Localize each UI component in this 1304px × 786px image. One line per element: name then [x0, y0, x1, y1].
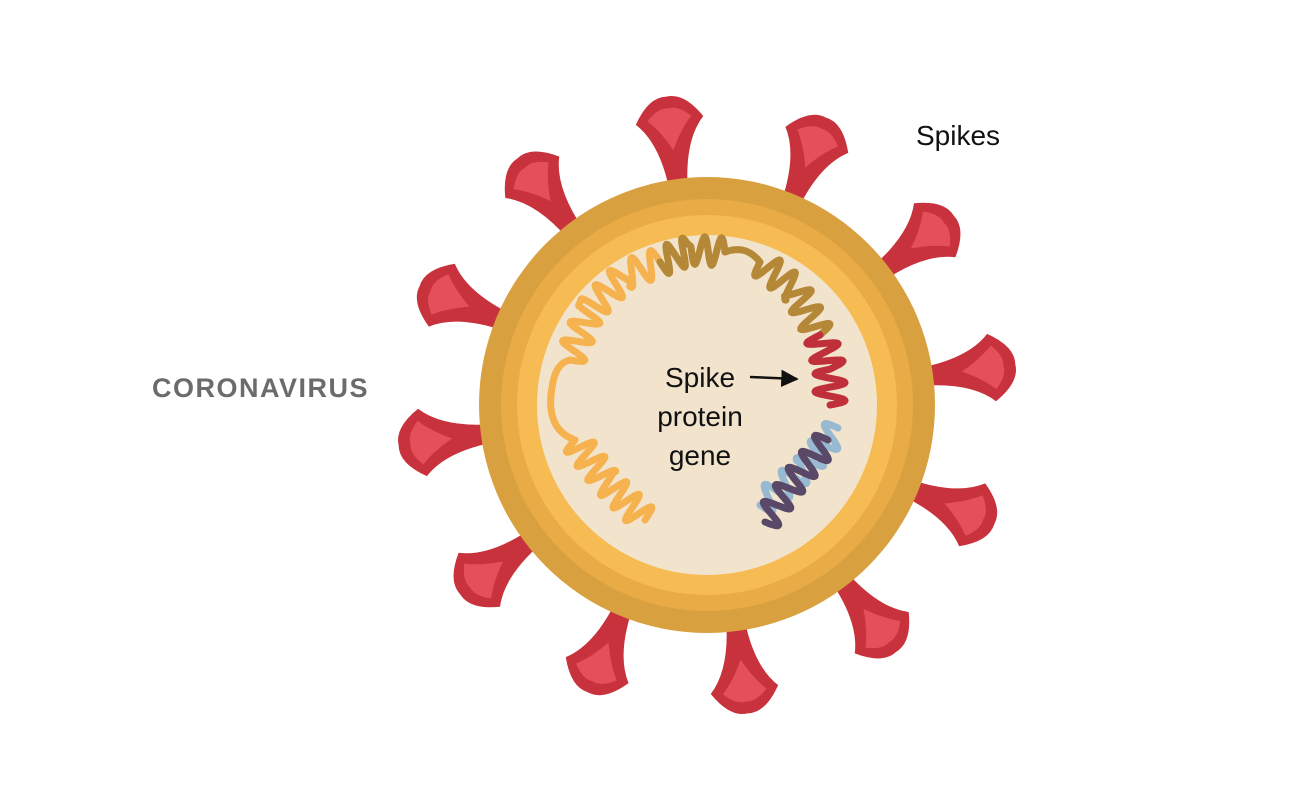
spike-highlight: [944, 495, 986, 536]
rna-strand: [547, 233, 849, 530]
spikes-label: Spikes: [916, 120, 1001, 151]
spike-highlight: [647, 107, 692, 151]
rna-segment-brown-top-left: [656, 233, 729, 277]
rna-segment-yellow-upper: [559, 247, 664, 365]
spike-highlight: [910, 211, 951, 249]
spike-3: [872, 202, 961, 282]
spike-highlight: [409, 420, 453, 465]
spike-highlight: [576, 642, 617, 684]
spike-11: [416, 263, 512, 332]
gene-label-line-1: Spike: [664, 362, 736, 393]
spike-12: [504, 151, 584, 240]
rna-segment-spike-gene: [803, 331, 849, 409]
spike-gene-arrow: [749, 369, 799, 388]
gene-label-line-3: gene: [668, 440, 732, 471]
rna-segment-yellow-connector: [547, 356, 579, 444]
rna-segment-brown-top-right: [751, 256, 834, 339]
spike-10: [398, 408, 496, 477]
spike-6: [830, 570, 910, 659]
spike-highlight: [961, 345, 1005, 390]
spike-9: [453, 528, 542, 608]
spike-highlight: [428, 274, 470, 315]
spike-highlight: [863, 608, 901, 649]
spike-8: [565, 600, 634, 696]
spike-highlight: [722, 659, 767, 703]
rna-segment-yellow-lower: [562, 436, 656, 525]
spike-5: [902, 478, 998, 547]
spike-2: [780, 114, 849, 210]
spikes-group: [398, 96, 1016, 714]
spike-protein-gene-label: Spike protein gene: [640, 358, 760, 475]
spike-highlight: [513, 161, 551, 202]
spike-1: [635, 96, 704, 194]
spike-7: [710, 616, 779, 714]
rna-segment-purple: [759, 431, 832, 530]
spike-highlight: [797, 126, 838, 168]
gene-label-line-2: protein: [657, 401, 743, 432]
coronavirus-label: CORONAVIRUS: [152, 373, 370, 403]
spike-4: [918, 333, 1016, 402]
spike-highlight: [463, 561, 504, 599]
